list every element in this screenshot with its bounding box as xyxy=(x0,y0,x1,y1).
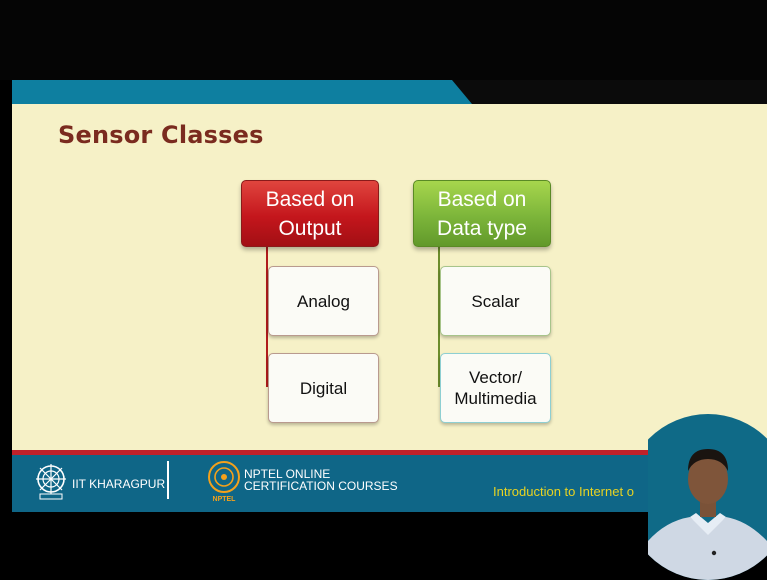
slide-title: Sensor Classes xyxy=(58,121,264,149)
header-teal-band xyxy=(12,80,472,104)
nptel-logo-icon: NPTEL xyxy=(208,461,240,503)
slide-canvas: Sensor Classes Based on Output Based on … xyxy=(12,104,767,450)
top-black-bar xyxy=(0,0,767,80)
category-datatype-line1: Based on xyxy=(437,187,527,211)
item-scalar: Scalar xyxy=(440,266,551,336)
item-analog: Analog xyxy=(268,266,379,336)
category-output-line2: Output xyxy=(278,216,342,240)
footer-separator xyxy=(167,461,169,499)
item-digital-label: Digital xyxy=(299,378,348,398)
footer-band: IIT KHARAGPUR NPTEL NPTEL ONLINE CERTIFI… xyxy=(12,450,767,512)
item-vector-label: Vector/ xyxy=(469,368,522,387)
footer-red-stripe xyxy=(12,450,767,455)
iit-kharagpur-logo-icon xyxy=(36,464,66,500)
footer-institute-name: IIT KHARAGPUR xyxy=(72,477,166,491)
footer-nptel-line1: NPTEL ONLINE xyxy=(244,467,331,481)
item-scalar-label: Scalar xyxy=(471,291,520,311)
item-analog-label: Analog xyxy=(297,291,350,311)
presenter-video-icon xyxy=(648,414,767,580)
footer-nptel-text: NPTEL ONLINE CERTIFICATION COURSES xyxy=(244,468,398,492)
category-based-on-output: Based on Output xyxy=(241,180,379,247)
category-based-on-data-type: Based on Data type xyxy=(413,180,551,247)
bottom-black-bar xyxy=(0,512,767,580)
category-datatype-line2: Data type xyxy=(437,216,527,240)
connector-datatype-vertical xyxy=(438,245,440,387)
item-digital: Digital xyxy=(268,353,379,423)
connector-output-vertical xyxy=(266,245,268,387)
footer-course-title: Introduction to Internet o xyxy=(493,484,634,499)
category-output-line1: Based on xyxy=(265,187,355,211)
item-vector-multimedia: Vector/ Multimedia xyxy=(440,353,551,423)
item-multimedia-label: Multimedia xyxy=(454,389,537,408)
footer-nptel-line2: CERTIFICATION COURSES xyxy=(244,479,398,493)
nptel-logo-text: NPTEL xyxy=(213,496,237,503)
